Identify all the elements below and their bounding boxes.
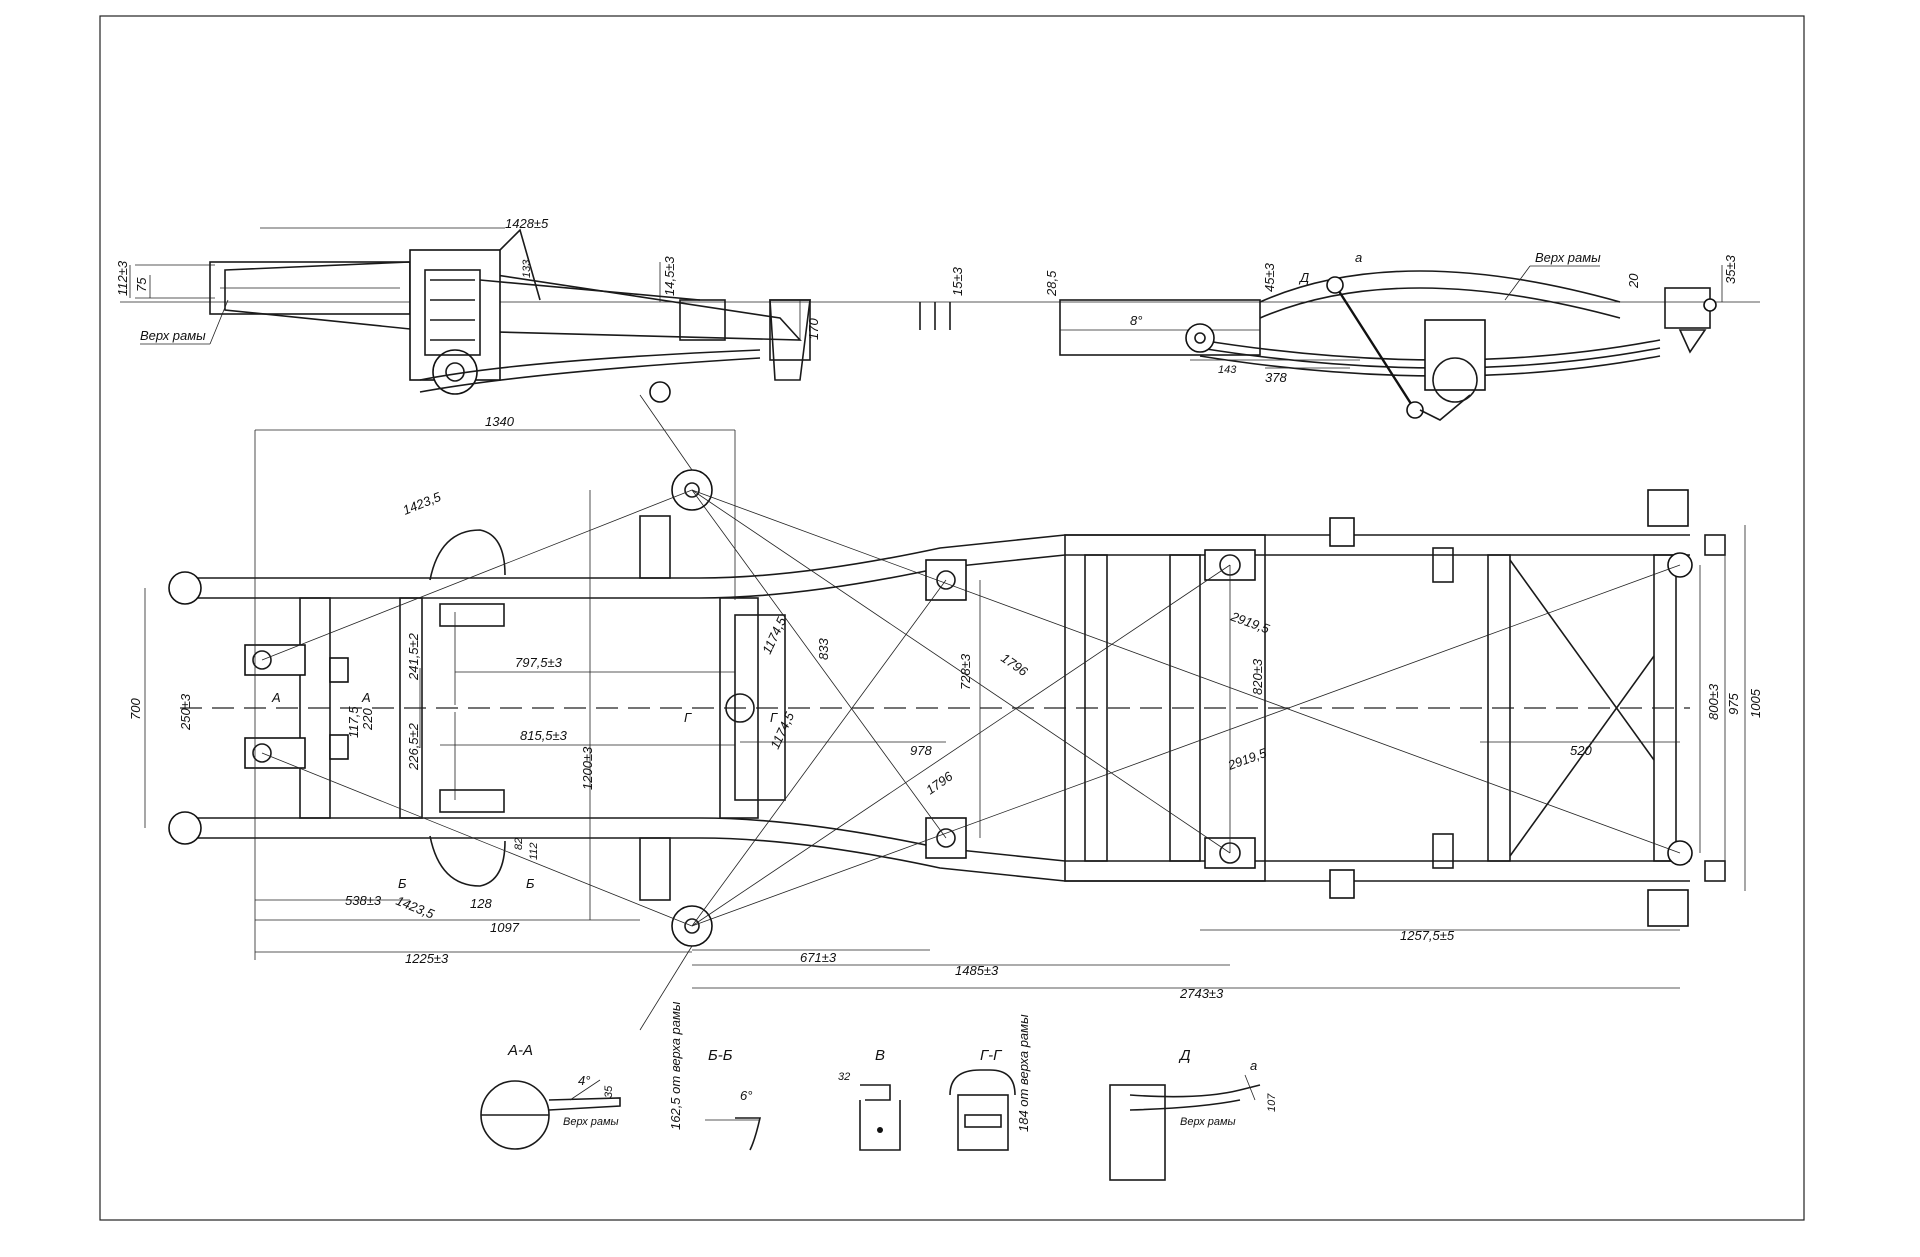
side-view: 1428±5 112±3 75 133 14,5±3 170 15±3 28,5…	[115, 216, 1760, 421]
dim-1097: 1097	[490, 920, 520, 935]
dim-220: 220	[360, 708, 375, 731]
dim-82: 82	[513, 838, 525, 850]
dim-671: 671±3	[800, 950, 837, 965]
svg-text:35: 35	[603, 1085, 615, 1098]
section-b-right: Б	[526, 876, 535, 891]
dim-1796-top: 1796	[998, 650, 1031, 679]
dim-2919-5-bottom: 2919,5	[1225, 745, 1269, 773]
dim-1428: 1428±5	[505, 216, 549, 231]
dim-975: 975	[1726, 693, 1741, 715]
detail-bb: Б-Б 162,5 от верха рамы 6°	[668, 1001, 762, 1151]
dim-1225: 1225±3	[405, 951, 449, 966]
dim-728: 728±3	[958, 653, 973, 690]
dim-133: 133	[521, 259, 533, 278]
dim-815-5: 815,5±3	[520, 728, 568, 743]
dim-35: 35±3	[1723, 254, 1738, 284]
marker-a: а	[1355, 250, 1362, 265]
dim-1005: 1005	[1748, 688, 1763, 718]
dim-112: 112±3	[115, 260, 130, 296]
svg-text:Верх рамы: Верх рамы	[563, 1116, 619, 1128]
dim-117-5: 117,5	[346, 706, 361, 738]
dim-978: 978	[910, 743, 932, 758]
dim-1423-5-top: 1423,5	[401, 489, 444, 518]
svg-text:В: В	[875, 1047, 885, 1064]
svg-text:а: а	[1250, 1058, 1257, 1073]
detail-v: В 32	[838, 1047, 901, 1151]
detail-aa: А-А 4° 35 Верх рамы	[480, 1042, 621, 1150]
label-verkh-ramy-right: Верх рамы	[1535, 250, 1601, 265]
dim-128: 128	[470, 896, 492, 911]
svg-text:Верх рамы: Верх рамы	[1180, 1116, 1236, 1128]
dim-1423-5-bottom: 1423,5	[394, 893, 437, 922]
dim-1796-bottom: 1796	[923, 768, 956, 797]
dim-520: 520	[1570, 743, 1592, 758]
dim-1257-5: 1257,5±5	[1400, 928, 1455, 943]
svg-text:Д: Д	[1178, 1047, 1191, 1064]
dim-226-5: 226,5±2	[406, 722, 421, 771]
section-g-right: Г	[770, 710, 778, 725]
dim-143: 143	[1218, 364, 1237, 376]
drawing-frame	[99, 15, 1805, 1221]
svg-text:Г-Г: Г-Г	[980, 1047, 1003, 1064]
detail-d: Д а 107 Верх рамы	[1109, 1047, 1278, 1181]
svg-text:32: 32	[838, 1071, 850, 1083]
dim-45: 45±3	[1262, 262, 1277, 292]
dim-8deg: 8°	[1130, 313, 1142, 328]
rail-upper	[180, 534, 1690, 579]
section-a-left: А	[271, 690, 281, 705]
plan-view: 1340 1423,5 1423,5 700 250±3 117,5 220 2…	[128, 394, 1763, 1031]
dim-20: 20	[1626, 273, 1641, 289]
dim-1340: 1340	[485, 414, 515, 429]
svg-text:4°: 4°	[578, 1073, 590, 1088]
dim-28-5: 28,5	[1044, 270, 1059, 297]
dim-797-5: 797,5±3	[515, 655, 563, 670]
label-verkh-ramy-left: Верх рамы	[140, 328, 206, 343]
dim-538: 538±3	[345, 893, 382, 908]
dim-112b: 112	[528, 842, 540, 860]
detail-gg: Г-Г 184 от верха рамы	[949, 1014, 1031, 1151]
marker-d: Д	[1298, 270, 1309, 285]
section-a-right: А	[361, 690, 371, 705]
dim-170: 170	[806, 318, 821, 340]
svg-text:107: 107	[1266, 1093, 1278, 1112]
svg-text:184 от верха рамы: 184 от верха рамы	[1016, 1014, 1031, 1132]
dim-700: 700	[128, 698, 143, 720]
dim-241-5: 241,5±2	[406, 632, 421, 681]
dim-15: 15±3	[950, 266, 965, 296]
dim-800: 800±3	[1706, 683, 1721, 720]
svg-text:6°: 6°	[740, 1088, 752, 1103]
section-g-left: Г	[684, 710, 692, 725]
dim-1200: 1200±3	[580, 746, 595, 790]
dim-75: 75	[134, 277, 149, 292]
dim-14-5: 14,5±3	[662, 256, 677, 296]
dim-1485: 1485±3	[955, 963, 999, 978]
dim-2743: 2743±3	[1179, 986, 1224, 1001]
dim-378: 378	[1265, 370, 1287, 385]
dim-820: 820±3	[1250, 658, 1265, 695]
svg-text:Б-Б: Б-Б	[708, 1047, 733, 1064]
dim-833: 833	[816, 638, 831, 660]
dim-250: 250±3	[178, 693, 193, 731]
svg-text:162,5 от верха рамы: 162,5 от верха рамы	[668, 1001, 683, 1130]
svg-text:А-А: А-А	[507, 1042, 533, 1059]
section-b-left: Б	[398, 876, 407, 891]
